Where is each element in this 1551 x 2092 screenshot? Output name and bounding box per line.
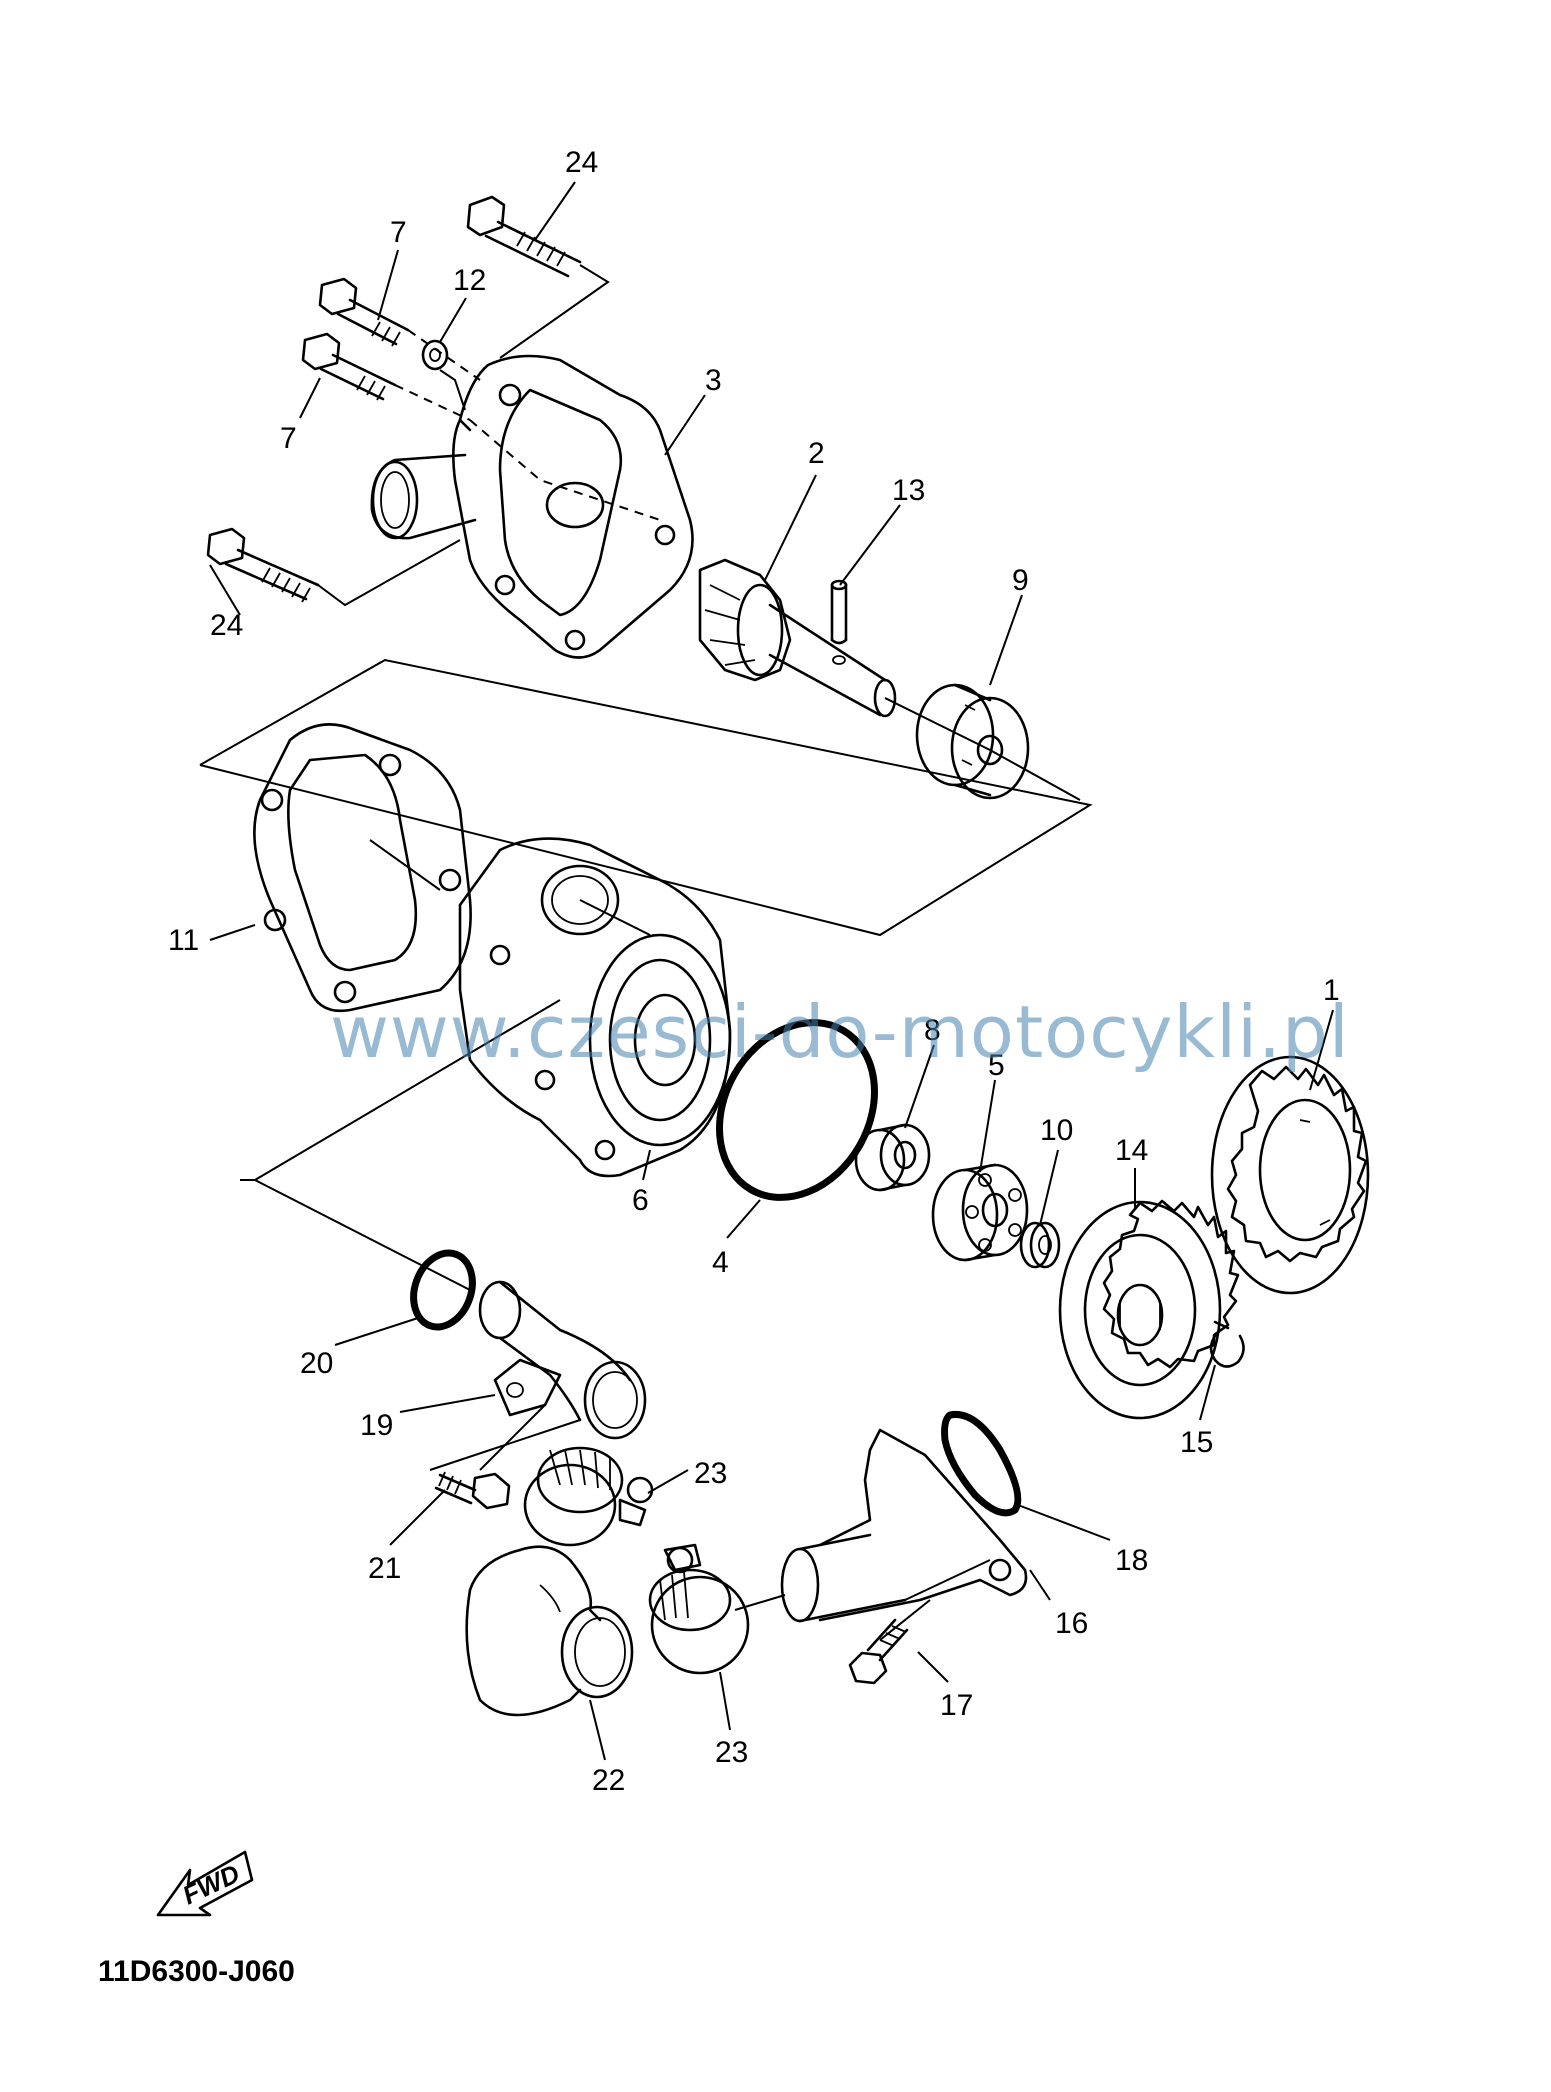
callout-9: 9 — [1012, 564, 1029, 597]
o-ring-20 — [410, 1249, 476, 1331]
callout-14: 14 — [1115, 1134, 1148, 1167]
bolt-24-left — [206, 527, 320, 603]
impeller-2 — [698, 558, 897, 718]
fwd-arrow-icon: FWD — [156, 1850, 254, 1917]
bolt-21 — [434, 1471, 511, 1510]
callout-12: 12 — [453, 264, 486, 297]
callout-3: 3 — [705, 364, 722, 397]
callout-17: 17 — [940, 1689, 973, 1722]
callout-20: 20 — [300, 1347, 333, 1380]
pump-housing-6 — [458, 837, 732, 1178]
circlip-15 — [1209, 1320, 1245, 1368]
gasket-11 — [253, 723, 472, 1013]
seal-9 — [915, 683, 1030, 800]
assembly-lines — [199, 264, 1093, 1641]
bolt-7-lower — [301, 332, 397, 401]
callout-24-left: 24 — [210, 609, 243, 642]
callout-19: 19 — [360, 1409, 393, 1442]
callout-4: 4 — [712, 1246, 729, 1279]
hose-clamp-23-upper — [523, 1446, 654, 1547]
gear-14 — [1058, 1199, 1240, 1420]
o-ring-18 — [941, 1410, 1022, 1517]
diagram-code: 11D6300-J060 — [98, 1955, 295, 1988]
watermark: www.czesci-do-motocykli.pl — [330, 990, 1350, 1074]
callout-21: 21 — [368, 1552, 401, 1585]
bearing-8 — [854, 1123, 931, 1192]
elbow-pipe-19 — [478, 1280, 647, 1440]
bolt-7-upper — [318, 277, 410, 347]
bolt-24-top — [466, 195, 582, 278]
outlet-pipe-16 — [780, 1428, 1028, 1623]
pin-13 — [830, 579, 848, 665]
leader-lines — [209, 181, 1334, 1761]
callout-24-top: 24 — [565, 146, 598, 179]
callout-8: 8 — [924, 1014, 941, 1047]
washer-12 — [421, 339, 449, 371]
hose-clamp-23-lower — [648, 1543, 750, 1675]
washer-10 — [1019, 1221, 1061, 1269]
callout-10: 10 — [1040, 1114, 1073, 1147]
gear-1 — [1210, 1055, 1370, 1295]
callout-15: 15 — [1180, 1426, 1213, 1459]
callout-5: 5 — [988, 1049, 1005, 1082]
bearing-5 — [931, 1163, 1029, 1262]
bolt-17 — [848, 1618, 909, 1685]
callout-1: 1 — [1323, 974, 1340, 1007]
pump-cover-3 — [370, 354, 694, 659]
callout-7-lower: 7 — [280, 422, 297, 455]
callout-7-upper: 7 — [390, 216, 407, 249]
callout-2: 2 — [808, 437, 825, 470]
callout-labels: 24 7 12 3 7 2 13 9 24 11 1 8 5 10 14 6 4… — [168, 146, 1340, 1797]
callout-16: 16 — [1055, 1607, 1088, 1640]
callout-13: 13 — [892, 474, 925, 507]
callout-23-upper: 23 — [694, 1457, 727, 1490]
callout-6: 6 — [632, 1184, 649, 1217]
hose-22 — [465, 1545, 634, 1717]
callout-11: 11 — [168, 924, 199, 957]
callout-22: 22 — [592, 1764, 625, 1797]
callout-23-lower: 23 — [715, 1736, 748, 1769]
callout-18: 18 — [1115, 1544, 1148, 1577]
